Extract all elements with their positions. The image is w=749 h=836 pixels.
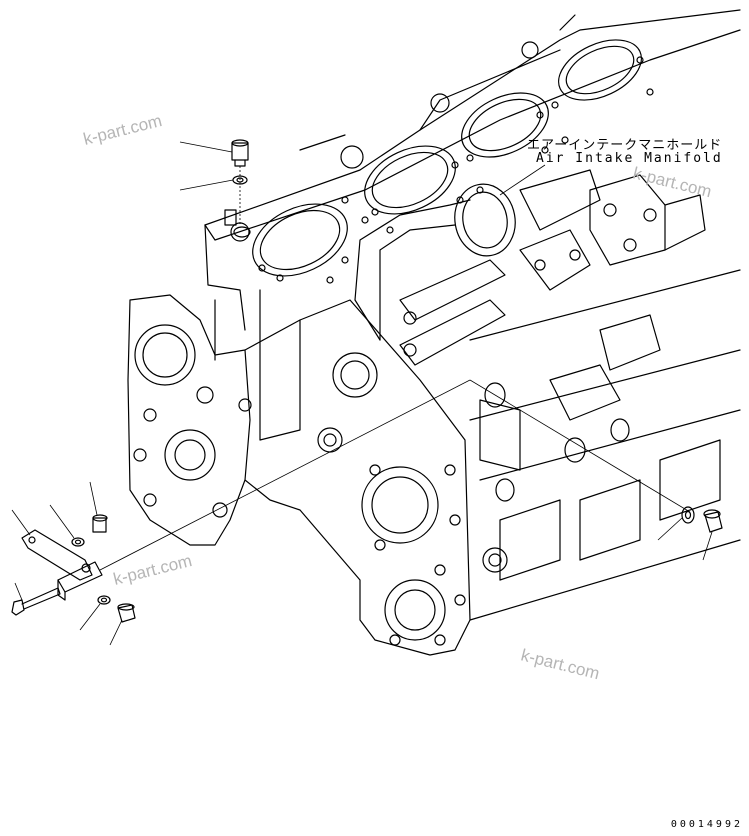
plug-top bbox=[231, 139, 249, 167]
bracket-part bbox=[21, 529, 103, 601]
deck-bolt-holes bbox=[230, 41, 654, 284]
watermark: k-part.com bbox=[519, 645, 602, 683]
watermark: k-part.com bbox=[631, 163, 714, 201]
front-gear-housing bbox=[127, 289, 471, 656]
plug-mounted bbox=[224, 209, 251, 238]
plug-lower bbox=[117, 603, 136, 623]
leader-lines bbox=[11, 141, 713, 646]
watermark: k-part.com bbox=[81, 111, 164, 149]
watermark: k-part.com bbox=[111, 551, 194, 589]
cylinder-block-top-deck bbox=[204, 9, 741, 331]
part-label-english: Air Intake Manifold bbox=[536, 151, 723, 166]
cylinder-block-side bbox=[469, 269, 741, 621]
washer-lower bbox=[97, 595, 111, 605]
plug-mid bbox=[92, 514, 108, 533]
cylinder-bores bbox=[252, 39, 642, 277]
part-label-japanese: エアーインテークマニホールド bbox=[527, 138, 723, 153]
bolt-long bbox=[11, 587, 61, 616]
plug-right bbox=[703, 509, 723, 533]
air-intake-manifold bbox=[354, 169, 706, 366]
washer-mid bbox=[71, 537, 85, 547]
washer-right bbox=[681, 506, 695, 524]
drawing-code: 00014992 bbox=[670, 819, 743, 830]
